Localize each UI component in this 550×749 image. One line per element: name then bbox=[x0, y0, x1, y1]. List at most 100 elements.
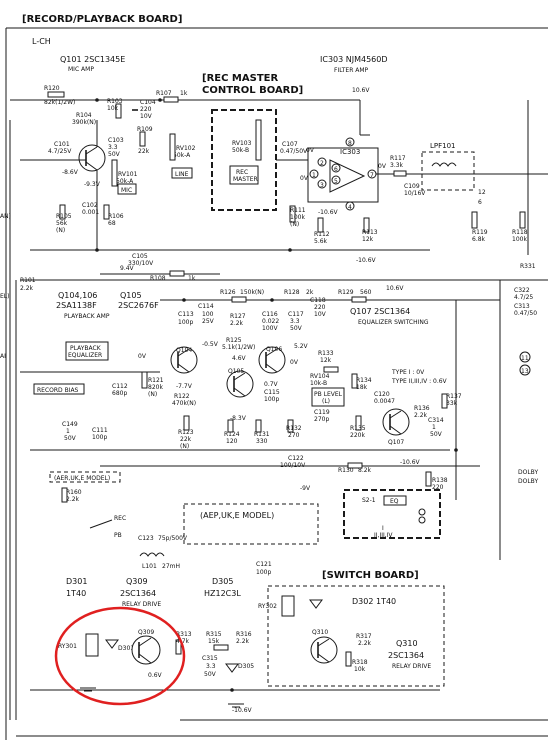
v-93: -9.3V bbox=[84, 181, 101, 188]
r112-val: 5.6k bbox=[314, 238, 328, 245]
v-106-low: -10.6V bbox=[400, 459, 421, 466]
switch-board-title: [SWITCH BOARD] bbox=[322, 570, 419, 581]
c122-ref: C122 bbox=[288, 455, 304, 462]
c322-ref: C322 bbox=[514, 287, 530, 294]
r130 bbox=[347, 462, 363, 469]
r137-val: 33k bbox=[446, 400, 458, 407]
aer-model-box-1 bbox=[49, 471, 121, 483]
annotation-circle bbox=[54, 606, 186, 706]
pb-level-label-1: PB LEVEL bbox=[314, 391, 343, 398]
c121-ref: C121 bbox=[256, 561, 272, 568]
r105-val: 56k bbox=[56, 220, 68, 227]
c315-val: 3.3 bbox=[206, 663, 216, 670]
connector-pin-13 bbox=[519, 364, 531, 376]
q310-ref: Q310 bbox=[396, 639, 418, 648]
r118-ref: R118 bbox=[512, 229, 528, 236]
q104-func: PLAYBACK AMP bbox=[64, 313, 110, 320]
v-05: -0.5V bbox=[202, 341, 219, 348]
q105-collector bbox=[233, 372, 246, 381]
c314-val: 1 bbox=[432, 424, 436, 431]
r160 bbox=[61, 487, 68, 503]
q309-emitter bbox=[138, 653, 152, 664]
r105-tol: (N) bbox=[56, 227, 65, 234]
r126 bbox=[231, 296, 247, 303]
r125-ref: R125 bbox=[226, 337, 242, 344]
q101-collector bbox=[85, 146, 98, 155]
r126-ref: R126 bbox=[220, 289, 236, 296]
c113-ref: C113 bbox=[178, 311, 194, 318]
r108 bbox=[169, 270, 185, 277]
q105-ref: Q105 bbox=[120, 291, 142, 300]
c118-val: 220 bbox=[314, 304, 326, 311]
transistor-q101 bbox=[78, 144, 106, 172]
c113-val: 100p bbox=[178, 319, 193, 326]
eq-pos-2: II,III,IV bbox=[374, 532, 393, 539]
lpf101-ref: LPF101 bbox=[430, 142, 456, 150]
r112-ref: R112 bbox=[314, 231, 330, 238]
transistor-q107 bbox=[382, 408, 410, 436]
c102-ref: C102 bbox=[82, 202, 98, 209]
c103-ref: C103 bbox=[108, 137, 124, 144]
c101-ref: C101 bbox=[54, 141, 70, 148]
r103 bbox=[115, 103, 122, 119]
q104-collector bbox=[177, 348, 190, 357]
r313-val: 4.7k bbox=[176, 638, 190, 645]
pb-label: PB bbox=[114, 532, 122, 539]
q101-ref: Q101 2SC1345E bbox=[60, 55, 125, 64]
relay-ry301 bbox=[85, 633, 99, 657]
r124 bbox=[227, 419, 234, 433]
r124-ref: R124 bbox=[224, 431, 240, 438]
r107 bbox=[163, 96, 179, 103]
c107-ref: C107 bbox=[282, 141, 298, 148]
diode-d302 bbox=[309, 599, 323, 609]
v-83: -8.3V bbox=[230, 415, 247, 422]
c315-ref: C315 bbox=[202, 655, 218, 662]
rv102-val: 50k-A bbox=[173, 152, 191, 159]
c313-ref: C313 bbox=[514, 303, 530, 310]
r107-val: 1k bbox=[180, 90, 188, 97]
switch-contact bbox=[418, 508, 426, 516]
q107-emitter bbox=[389, 425, 402, 435]
c117-volt: 50V bbox=[290, 325, 303, 332]
c105-val: 330/10V bbox=[128, 260, 154, 267]
c314-ref: C314 bbox=[428, 417, 444, 424]
rec-master-board-title-1: [REC MASTER bbox=[202, 73, 278, 84]
v-77: -7.7V bbox=[176, 383, 193, 390]
r131 bbox=[255, 419, 262, 433]
r133 bbox=[323, 366, 339, 373]
c123-val: 75p/500V bbox=[158, 535, 188, 542]
c121-val: 100p bbox=[256, 569, 271, 576]
mic-box bbox=[117, 183, 137, 195]
r108-val: 1k bbox=[188, 275, 196, 282]
r111-tol: (N) bbox=[290, 221, 299, 228]
r123 bbox=[183, 415, 190, 431]
ic303-func: FILTER AMP bbox=[334, 67, 369, 74]
q310-emitter bbox=[317, 653, 330, 663]
r131-val: 330 bbox=[256, 438, 268, 445]
r119 bbox=[471, 211, 478, 229]
s2-label: S2-1 bbox=[362, 497, 376, 504]
r113-ref: R113 bbox=[362, 229, 378, 236]
r315-val: 15k bbox=[208, 638, 220, 645]
q106-collector bbox=[265, 348, 278, 357]
q310-collector bbox=[317, 638, 330, 647]
junction-dot bbox=[158, 98, 162, 102]
pin-7: 7 bbox=[370, 172, 374, 179]
d302-ref: D302 1T40 bbox=[352, 597, 396, 606]
r128-ref: R128 bbox=[284, 289, 300, 296]
d305-ref: D305 bbox=[212, 577, 233, 586]
c322-val: 4.7/25 bbox=[514, 294, 533, 301]
junction-dot bbox=[95, 248, 99, 252]
edge-12: 12 bbox=[478, 189, 486, 196]
r316-val: 2.2k bbox=[236, 638, 250, 645]
q107-ref: Q107 2SC1364 bbox=[350, 307, 410, 316]
edge-an: AN) bbox=[0, 213, 11, 220]
junction-dot bbox=[270, 298, 274, 302]
ic303-pin-6 bbox=[331, 163, 341, 173]
r108-ref: R108 bbox=[150, 275, 166, 282]
v-86: -8.6V bbox=[62, 169, 79, 176]
d305-tag: D305 bbox=[238, 663, 254, 670]
q106-emitter bbox=[265, 363, 278, 373]
c122-val: 100/10V bbox=[280, 462, 306, 469]
r103-val: 10k bbox=[107, 105, 119, 112]
